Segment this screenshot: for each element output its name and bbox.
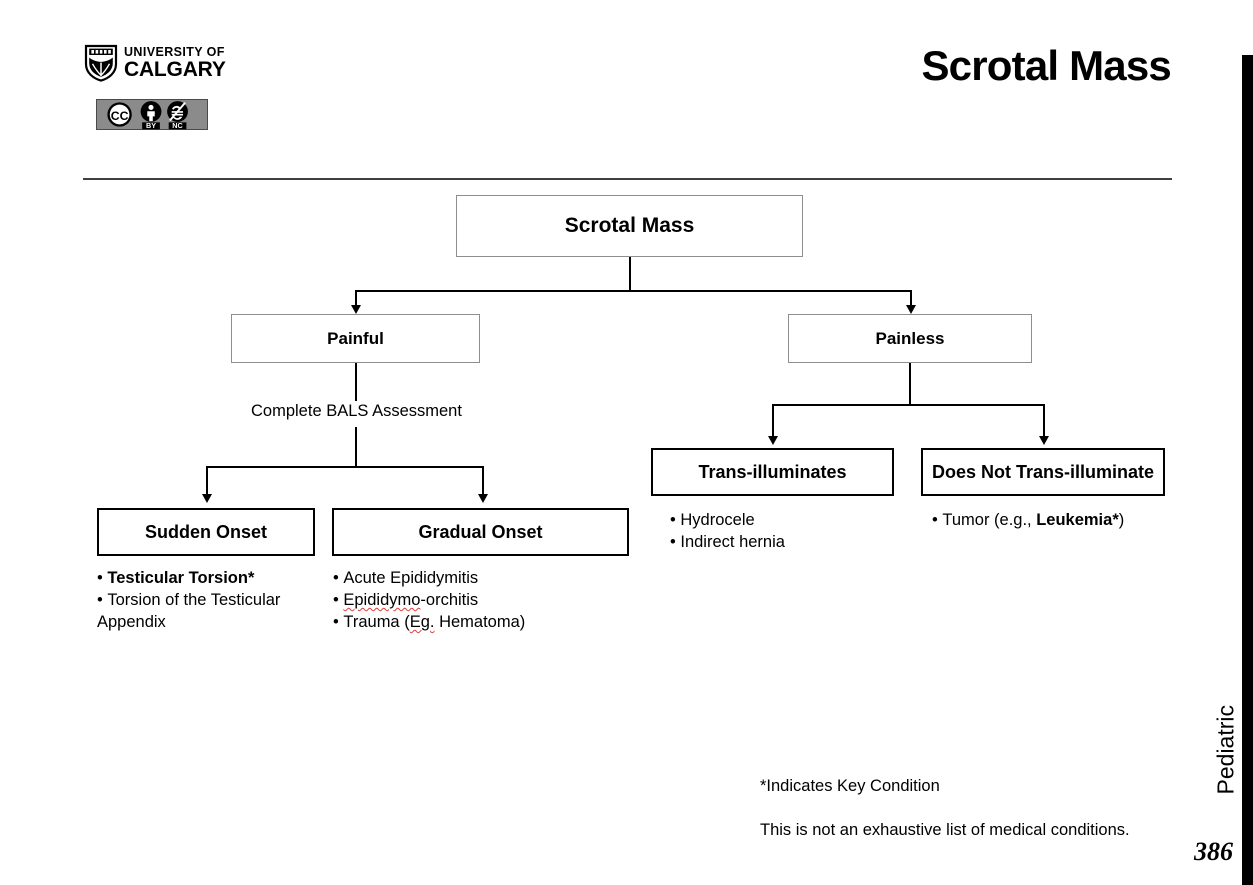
- list-item-emphasis: Leukemia*: [1036, 511, 1119, 529]
- calgary-shield-icon: [84, 44, 118, 82]
- list-item: • Trauma (Eg. Hematoma): [333, 613, 526, 632]
- university-line2: CALGARY: [124, 58, 226, 82]
- header-divider: [83, 178, 1172, 180]
- list-item: • Testicular Torsion*: [97, 569, 255, 587]
- node-label: Painful: [327, 328, 384, 348]
- list-item-label: Testicular Torsion*: [107, 569, 255, 587]
- list-item: • Indirect hernia: [670, 533, 785, 552]
- connector-painful-stem-upper: [355, 363, 357, 401]
- svg-text:BY: BY: [146, 121, 156, 130]
- footnote-key-condition: *Indicates Key Condition: [760, 777, 940, 795]
- list-trans-illuminates: • Hydrocele • Indirect hernia: [670, 509, 880, 553]
- node-label: Painless: [875, 328, 945, 348]
- node-label: Sudden Onset: [144, 521, 267, 542]
- page-number: 386: [1194, 837, 1233, 866]
- node-label: Trans-illuminates: [698, 461, 847, 482]
- list-item: • Tumor (e.g., Leukemia*): [932, 511, 1125, 529]
- list-item-misspelling: Eg.: [409, 613, 435, 632]
- node-gradual-onset[interactable]: Gradual Onset: [332, 508, 629, 556]
- node-does-not-trans-illuminate[interactable]: Does Not Trans-illuminate: [921, 448, 1165, 496]
- node-label: Gradual Onset: [418, 521, 543, 542]
- creative-commons-badge: CC BY NC: [96, 99, 208, 130]
- connector-painless-stem: [909, 363, 911, 404]
- list-item-label: Acute Epididymitis: [343, 569, 479, 587]
- list-item-label: Hematoma): [434, 613, 526, 632]
- university-logo: UNIVERSITY OF CALGARY: [84, 44, 226, 82]
- list-item-label: Tumor (e.g.,: [942, 511, 1037, 529]
- node-sudden-onset[interactable]: Sudden Onset: [97, 508, 315, 556]
- section-label-vertical: Pediatric: [1212, 705, 1238, 795]
- page-title: Scrotal Mass: [921, 42, 1171, 89]
- list-does-not-trans-illuminate: • Tumor (e.g., Leukemia*): [932, 509, 1172, 531]
- arrowhead-sudden-onset: [202, 494, 212, 503]
- connector-root-drop-left: [355, 290, 357, 308]
- list-item: • Epididymo-orchitis: [333, 591, 479, 610]
- connector-painless-bus: [772, 404, 1043, 406]
- list-gradual-onset: • Acute Epididymitis • Epididymo-orchiti…: [333, 567, 623, 633]
- list-item-label: Hydrocele: [680, 511, 755, 529]
- node-label: Scrotal Mass: [564, 214, 695, 237]
- list-item-prefix: Trauma (: [343, 613, 410, 632]
- svg-text:NC: NC: [172, 121, 183, 130]
- right-edge-bar: [1242, 55, 1253, 885]
- arrowhead-does-not-trans-illuminate: [1039, 436, 1049, 445]
- list-item: • Torsion of the Testicular Appendix: [97, 591, 281, 632]
- connector-painful-stem-lower: [355, 427, 357, 466]
- connector-transilluminates-drop: [772, 404, 774, 438]
- connector-root-drop-right: [910, 290, 912, 308]
- list-item-label: Indirect hernia: [680, 533, 785, 552]
- cc-by-nc-icon: CC BY NC: [107, 101, 188, 130]
- node-painless[interactable]: Painless: [788, 314, 1032, 363]
- connector-does-not-drop: [1043, 404, 1045, 438]
- list-item-suffix: ): [1118, 511, 1125, 529]
- node-painful[interactable]: Painful: [231, 314, 480, 363]
- connector-root-bus: [355, 290, 911, 292]
- list-item-label: Torsion of the Testicular Appendix: [97, 591, 281, 632]
- node-trans-illuminates[interactable]: Trans-illuminates: [651, 448, 894, 496]
- svg-text:CC: CC: [111, 109, 129, 123]
- university-line1: UNIVERSITY OF: [124, 44, 225, 59]
- university-wordmark: UNIVERSITY OF CALGARY: [124, 46, 226, 81]
- node-scrotal-mass[interactable]: Scrotal Mass: [456, 195, 803, 257]
- footnote-disclaimer: This is not an exhaustive list of medica…: [760, 821, 1130, 839]
- list-item-label: -orchitis: [420, 591, 479, 610]
- connector-gradual-drop: [482, 466, 484, 497]
- connector-sudden-drop: [206, 466, 208, 497]
- arrowhead-trans-illuminates: [768, 436, 778, 445]
- list-item-misspelling: Epididymo: [343, 591, 421, 610]
- node-label: Does Not Trans-illuminate: [931, 461, 1155, 482]
- list-item: • Acute Epididymitis: [333, 569, 479, 587]
- connector-root-stem: [629, 257, 631, 290]
- list-sudden-onset: • Testicular Torsion* • Torsion of the T…: [97, 567, 312, 633]
- arrowhead-gradual-onset: [478, 494, 488, 503]
- list-item: • Hydrocele: [670, 511, 755, 529]
- arrowhead-painless: [906, 305, 916, 314]
- caption-bals-assessment: Complete BALS Assessment: [251, 402, 462, 420]
- arrowhead-painful: [351, 305, 361, 314]
- connector-painful-bus: [206, 466, 483, 468]
